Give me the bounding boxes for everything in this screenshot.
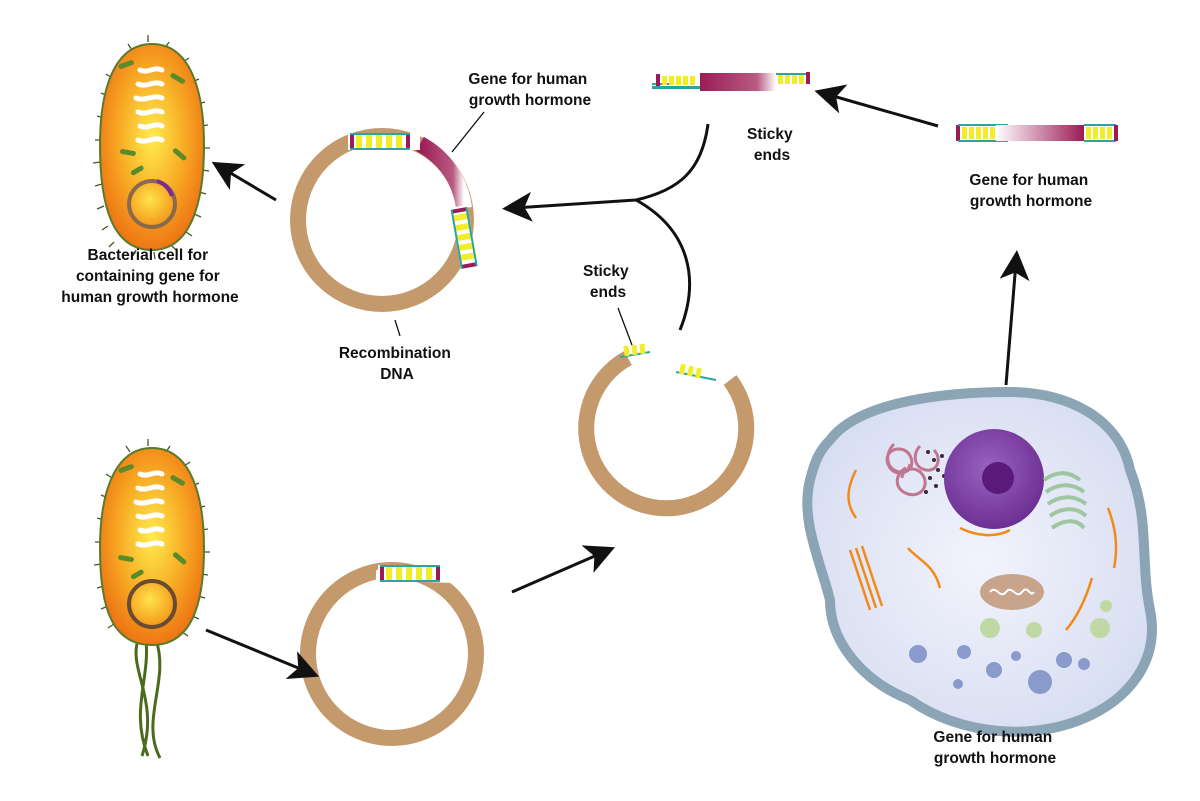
label-recombination-dna: Recombination DNA	[339, 345, 455, 383]
gene-fragment-full	[956, 124, 1118, 142]
label-gene-top: Gene for human growth hormone	[468, 71, 591, 109]
gene-pointer-top	[451, 111, 485, 153]
arrow-merge-to-recombinant	[502, 191, 637, 222]
arrow-human-to-gene	[999, 250, 1030, 386]
label-sticky-ends-top: Sticky ends	[747, 126, 797, 164]
plasmid-cut	[578, 307, 755, 517]
bacterial-cell-recombinant	[92, 35, 210, 260]
plasmid-sticky-segment	[378, 565, 448, 582]
process-arrows	[205, 84, 1030, 680]
bacterial-chromosome	[133, 66, 165, 144]
flagella	[134, 639, 162, 759]
human-cell-membrane	[802, 386, 1157, 737]
label-human-cell: Gene for human growth hormone	[933, 729, 1056, 767]
bacterial-nucleoid	[130, 182, 174, 226]
label-bacterial-cell: Bacterial cell for containing gene for h…	[61, 247, 239, 306]
merge-curve-bottom	[635, 198, 692, 331]
recombinant-sticky-right	[450, 204, 480, 277]
label-gene-right: Gene for human growth hormone	[969, 172, 1092, 210]
bacterial-organelles-2	[117, 464, 187, 580]
label-sticky-ends-mid: Sticky ends	[583, 263, 633, 301]
recombinant-plasmid	[290, 111, 485, 337]
recombinant-sticky-top	[348, 133, 420, 150]
arrow-recombinant-to-bacterium	[211, 161, 277, 202]
inserted-gene-small	[156, 179, 174, 197]
inserted-gene-arc	[416, 136, 472, 210]
bacterial-cell-body-2	[98, 446, 206, 647]
mitochondrion	[980, 574, 1044, 610]
bacterial-organelles	[118, 60, 187, 176]
golgi-apparatus	[1042, 471, 1088, 530]
nucleolus	[982, 462, 1014, 494]
vesicles	[980, 600, 1112, 638]
cytoskeleton-filaments	[847, 469, 1118, 631]
arrow-gene-to-cut	[814, 84, 939, 128]
human-cell	[802, 386, 1157, 737]
sticky-end-right	[675, 363, 717, 381]
sticky-end-left	[619, 343, 651, 358]
plasmid-intact	[300, 562, 484, 746]
arrow-plasmid-to-cut	[511, 545, 616, 594]
bacterial-nucleoid-2	[130, 582, 174, 626]
lysosomes	[909, 645, 1090, 694]
gene-fragment-cut	[652, 72, 810, 91]
endoplasmic-reticulum	[885, 442, 940, 497]
sticky-ends-pointer-mid	[617, 307, 633, 346]
bacterial-chromosome-2	[133, 470, 165, 548]
arrow-bacterium-to-plasmid	[205, 628, 320, 680]
bacterial-cell-original	[93, 439, 210, 759]
bacterial-cell-body	[98, 42, 206, 252]
plasmid-small	[127, 579, 177, 629]
merge-curve-top	[635, 123, 710, 202]
recombination-pointer	[394, 319, 401, 337]
recombinant-plasmid-small	[127, 179, 177, 229]
